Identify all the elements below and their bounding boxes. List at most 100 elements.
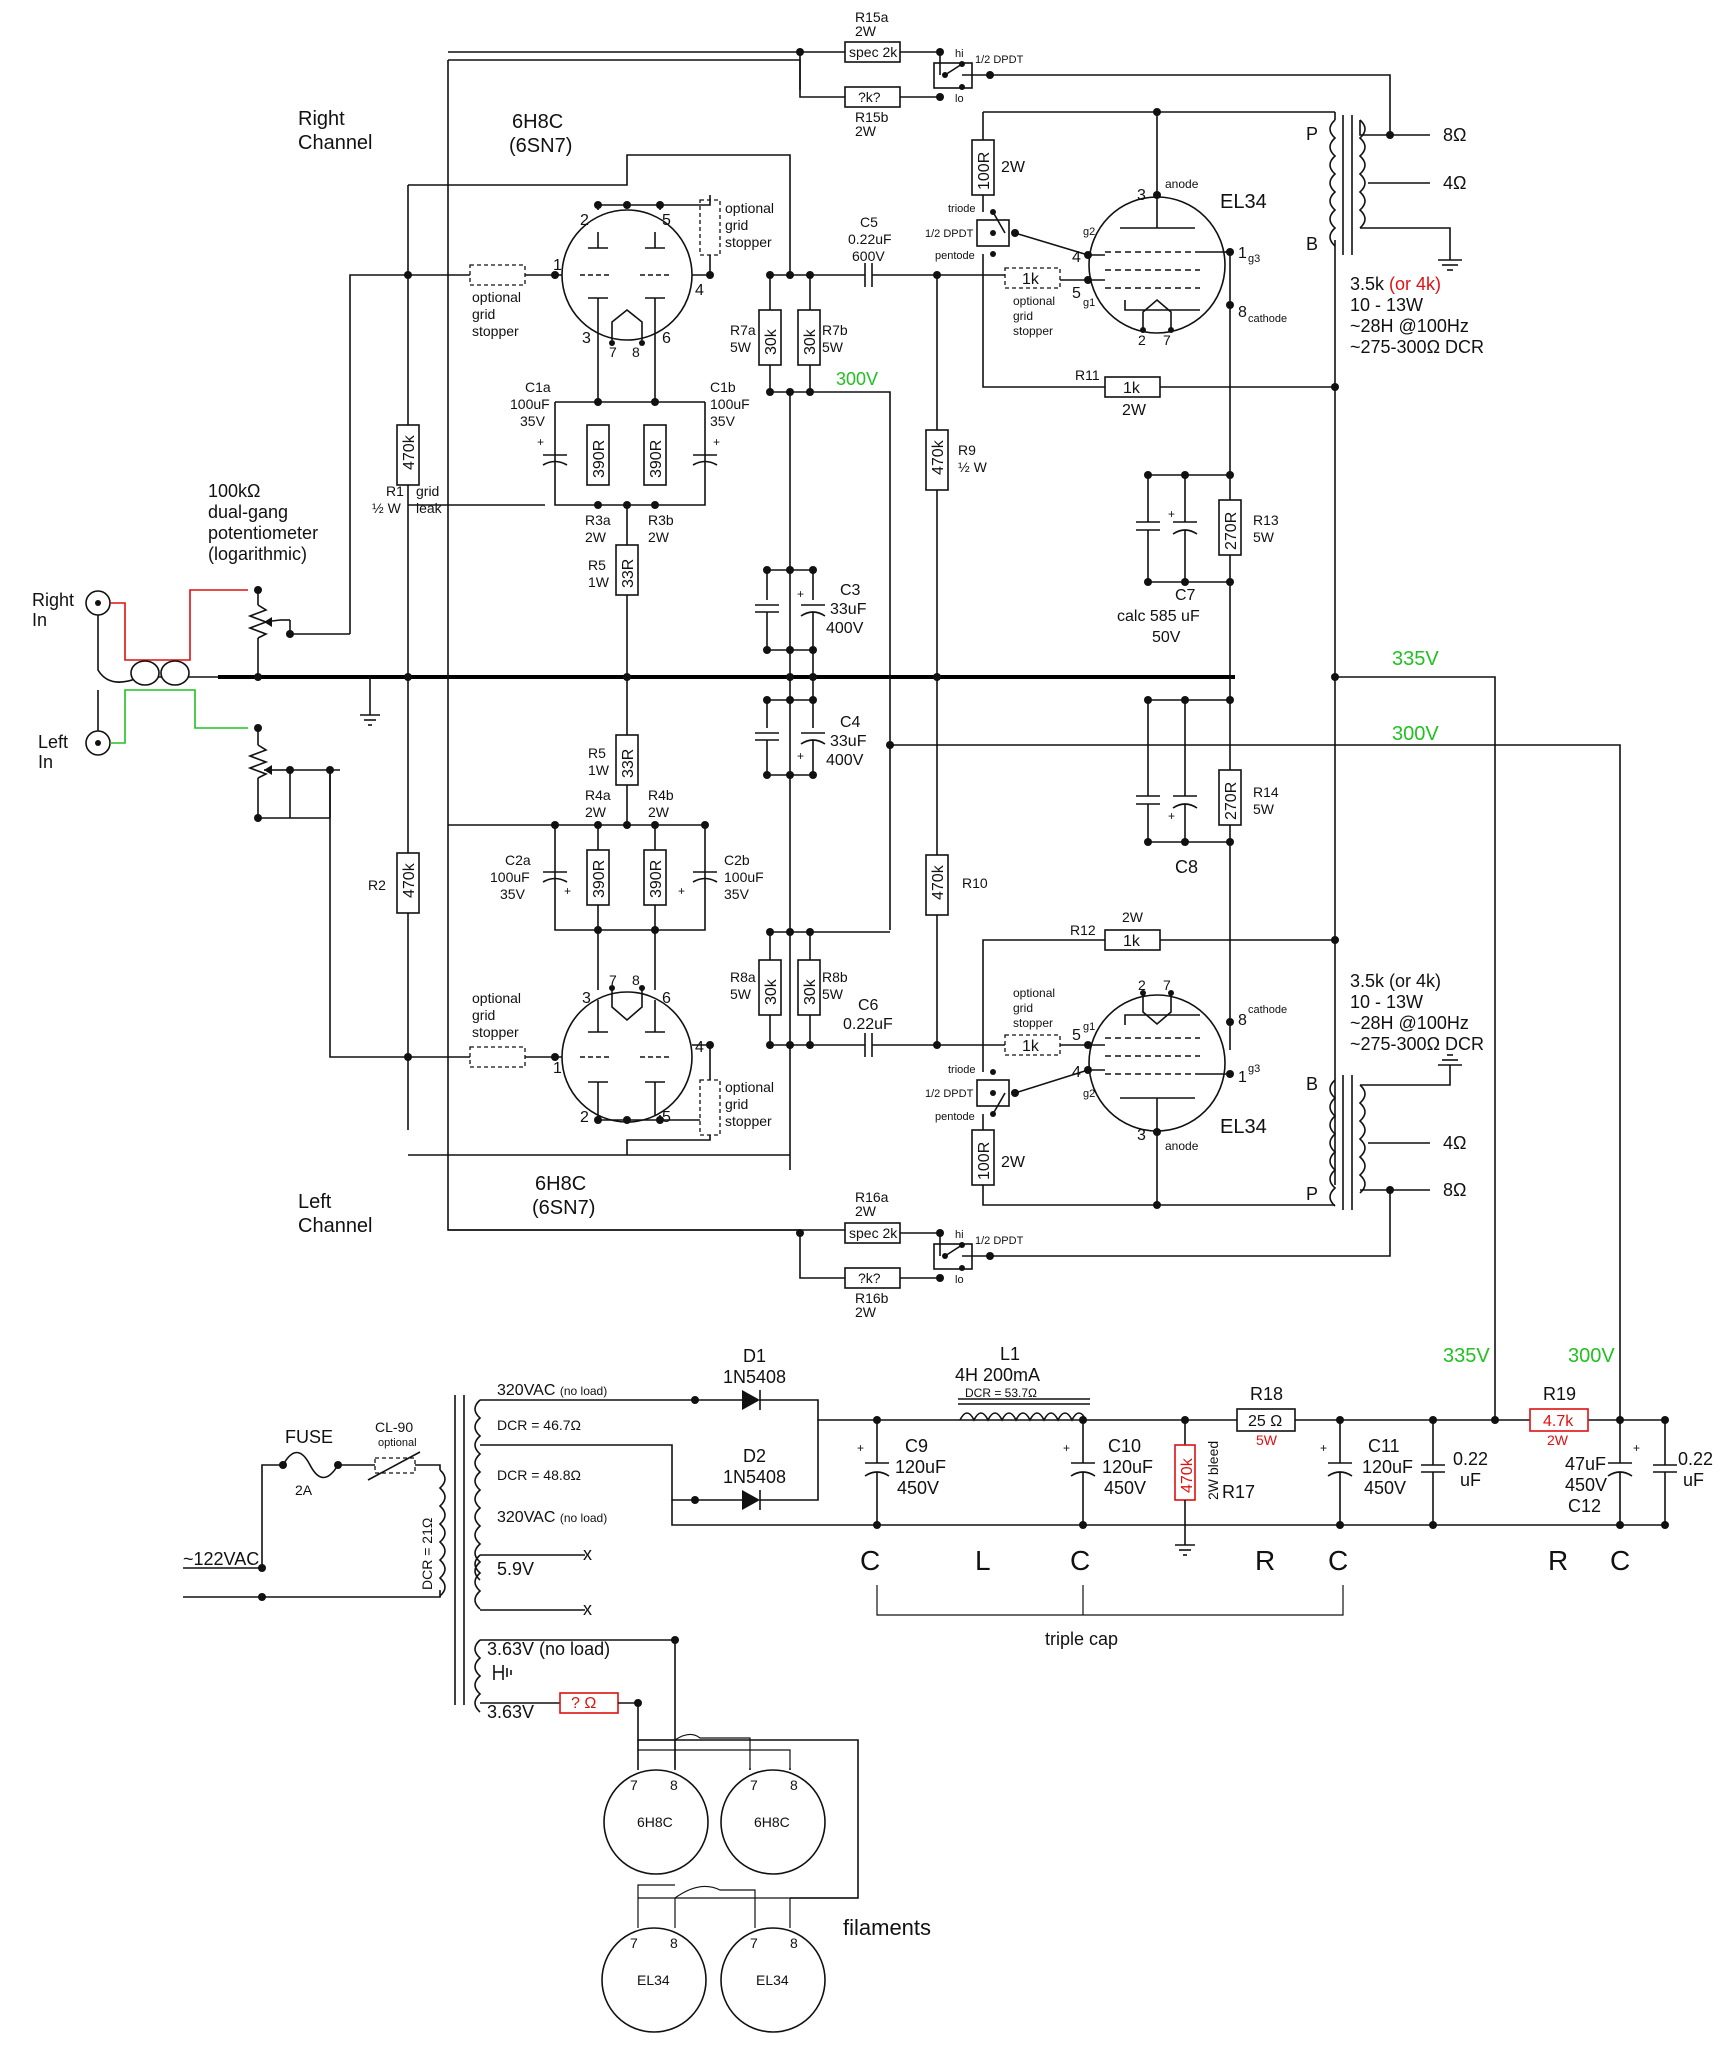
svg-text:DCR = 48.8Ω: DCR = 48.8Ω — [497, 1467, 581, 1483]
bottom-output-transformer: B P 4Ω 8Ω — [1306, 1054, 1466, 1210]
svg-text:x: x — [583, 1544, 592, 1564]
svg-text:anode: anode — [1165, 177, 1199, 191]
svg-text:0.22uF: 0.22uF — [1678, 1449, 1713, 1490]
svg-text:470k: 470k — [930, 439, 947, 475]
svg-text:1k: 1k — [1022, 271, 1040, 288]
svg-text:+: + — [564, 884, 571, 898]
svg-text:4: 4 — [695, 282, 704, 299]
svg-text:pentode: pentode — [935, 1111, 975, 1123]
svg-text:+: + — [857, 1441, 864, 1455]
svg-text:2W: 2W — [1122, 402, 1147, 419]
svg-text:5: 5 — [662, 1109, 671, 1126]
svg-text:4Ω: 4Ω — [1443, 1133, 1466, 1153]
svg-text:470k: 470k — [930, 864, 947, 900]
svg-text:1/2 DPDT: 1/2 DPDT — [925, 228, 974, 240]
svg-text:4Ω: 4Ω — [1443, 173, 1466, 193]
svg-text:30k: 30k — [763, 328, 780, 355]
mains-label: ~122VAC — [183, 1549, 259, 1569]
svg-text:EL34: EL34 — [756, 1972, 789, 1988]
svg-text:0.22uF: 0.22uF — [1453, 1449, 1488, 1490]
pot-left — [247, 724, 340, 822]
filament-el34-2: EL34 7 8 — [720, 1927, 826, 2033]
svg-text:3: 3 — [1137, 187, 1146, 204]
top-driver-label: 6H8C(6SN7) — [509, 111, 572, 157]
svg-text:2: 2 — [580, 212, 589, 229]
svg-text:2W: 2W — [1122, 909, 1144, 925]
svg-text:g3: g3 — [1248, 253, 1260, 265]
filament-6h8c-2: 6H8C 7 8 — [720, 1769, 826, 1875]
svg-text:1k: 1k — [1123, 380, 1141, 397]
svg-text:triode: triode — [948, 1064, 976, 1076]
svg-text:FUSE: FUSE — [285, 1427, 333, 1447]
filter-letter-3: C — [1070, 1545, 1090, 1576]
svg-text:8: 8 — [670, 1935, 678, 1951]
C8-label: C8 — [1175, 857, 1198, 877]
bottom-driver-tube — [561, 990, 693, 1123]
svg-text:lo: lo — [955, 1274, 964, 1286]
svg-text:100R: 100R — [976, 152, 993, 190]
psu-335v-label: 335V — [1443, 1345, 1490, 1367]
svg-text:5: 5 — [662, 212, 671, 229]
svg-text:8: 8 — [632, 972, 640, 988]
v363a-label: 3.63V (no load) — [487, 1639, 610, 1659]
svg-text:R18: R18 — [1250, 1384, 1283, 1404]
svg-text:7: 7 — [609, 972, 617, 988]
svg-text:2: 2 — [1138, 332, 1146, 348]
svg-text:R17: R17 — [1222, 1482, 1255, 1502]
filter-letter-4: R — [1255, 1545, 1275, 1576]
svg-text:spec 2k: spec 2k — [849, 44, 898, 60]
svg-text:2W: 2W — [1001, 1154, 1026, 1171]
v59-label: 5.9V — [497, 1559, 534, 1579]
filter-letter-1: C — [860, 1545, 880, 1576]
svg-text:hi: hi — [955, 48, 964, 60]
svg-text:2: 2 — [1138, 977, 1146, 993]
svg-text:5W: 5W — [1256, 1432, 1278, 1448]
svg-text:+: + — [1063, 1441, 1070, 1455]
svg-text:8Ω: 8Ω — [1443, 125, 1466, 145]
svg-text:R12: R12 — [1070, 922, 1096, 938]
svg-text:30k: 30k — [802, 978, 819, 1005]
svg-text:pentode: pentode — [935, 250, 975, 262]
top-ot-specs: 3.5k(or 4k)10 - 13W~28H @100Hz~275-300Ω … — [1350, 274, 1484, 357]
svg-text:7: 7 — [1163, 332, 1171, 348]
svg-text:8Ω: 8Ω — [1443, 1180, 1466, 1200]
svg-text:2: 2 — [580, 1109, 589, 1126]
svg-text:+: + — [1168, 809, 1175, 823]
svg-text:R11: R11 — [1075, 367, 1100, 383]
triple-cap-label: triple cap — [1045, 1629, 1118, 1649]
svg-text:g1: g1 — [1083, 1021, 1095, 1033]
svg-text:390R: 390R — [648, 440, 665, 478]
top-el34-label: EL34 — [1220, 191, 1267, 213]
svg-text:2W: 2W — [1547, 1432, 1569, 1448]
svg-text:7: 7 — [630, 1777, 638, 1793]
psu-300v-label: 300V — [1568, 1345, 1615, 1367]
svg-text:1: 1 — [553, 257, 562, 274]
sec-bot-label: 320VAC (no load) — [497, 1509, 607, 1526]
top-driver-tube — [561, 209, 693, 341]
filament-el34-1: EL34 7 8 — [601, 1927, 707, 2033]
svg-text:1: 1 — [1238, 245, 1247, 262]
